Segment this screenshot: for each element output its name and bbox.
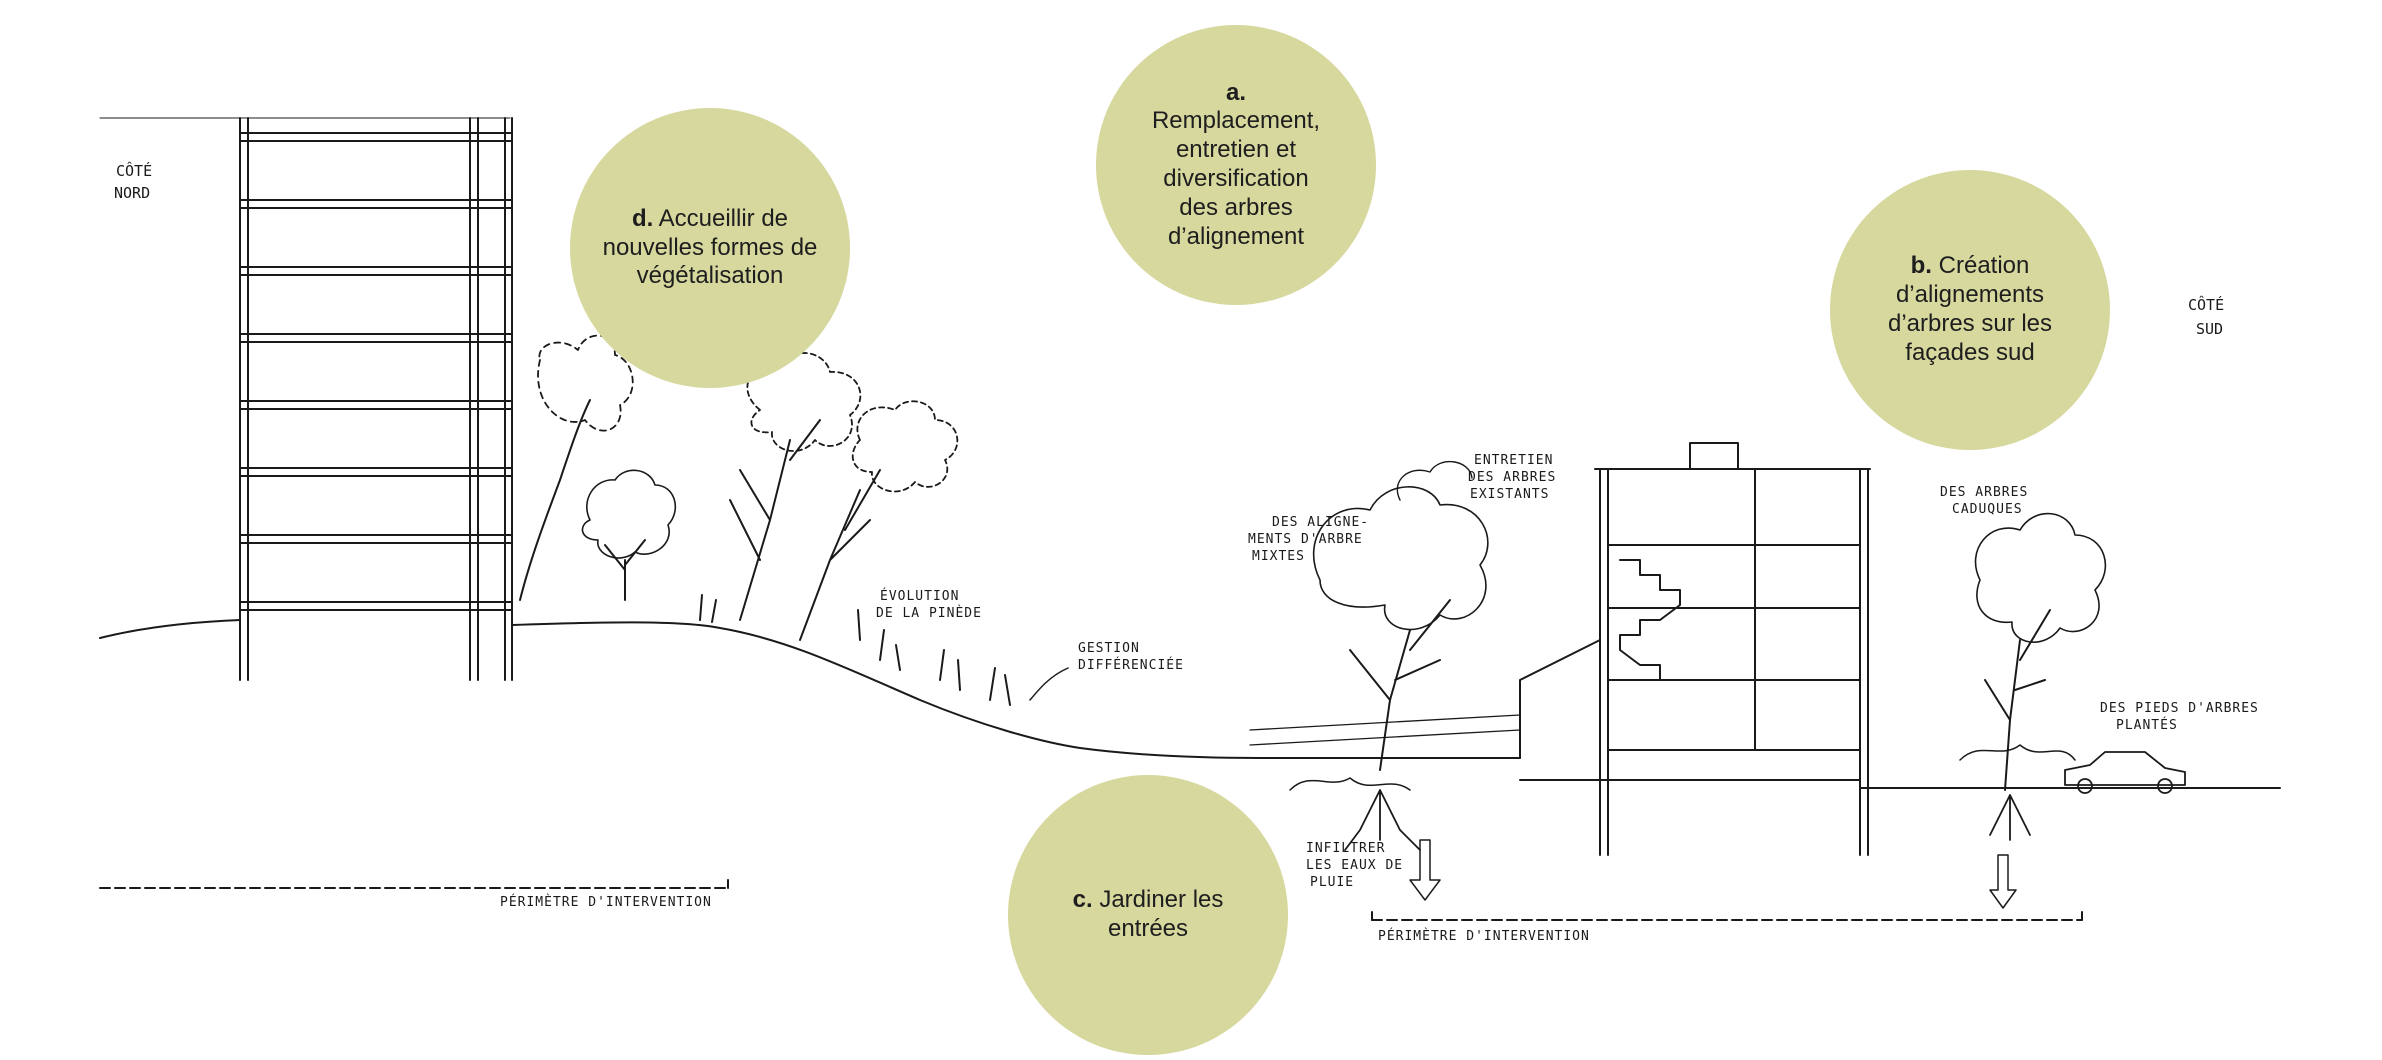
leader-gestion bbox=[1029, 667, 1069, 701]
perimeter-lines bbox=[99, 879, 2083, 921]
note-gestion: GESTION DIFFÉRENCIÉE bbox=[1078, 641, 1184, 673]
bubble-a-line-5: d’alignement bbox=[1167, 222, 1305, 250]
alignment-trees bbox=[1249, 460, 1521, 901]
bubble-c: c. Jardiner les entrées bbox=[1008, 775, 1288, 1055]
bubble-c-line-1: entrées bbox=[1107, 915, 1189, 942]
note-pieds: DES PIEDS D'ARBRES PLANTÉS bbox=[2100, 701, 2268, 733]
terrain-slope bbox=[511, 621, 2281, 789]
bubble-c-letter: c. bbox=[1072, 886, 1093, 914]
bubble-b: b. Création d’alignements d’arbres sur l… bbox=[1830, 170, 2110, 450]
bubble-a-line-3: diversification bbox=[1163, 165, 1309, 192]
deciduous-tree-right bbox=[1959, 512, 2107, 909]
bubble-b-line-2: d’arbres sur les bbox=[1887, 310, 2053, 337]
bubble-d-letter: d. bbox=[631, 204, 654, 232]
bubble-b-first: Création bbox=[1938, 252, 2030, 280]
bubble-a-line-4: des arbres bbox=[1179, 193, 1293, 221]
note-caduques: DES ARBRES CADUQUES bbox=[1940, 485, 2037, 517]
bubble-d-line-2: végétalisation bbox=[636, 262, 784, 290]
side-label-south: CÔTÉ SUD bbox=[2188, 295, 2233, 338]
bubble-b-line-3: façades sud bbox=[1905, 338, 2035, 366]
bubble-a: a. Remplacement, entretien et diversific… bbox=[1096, 25, 1376, 305]
note-alignements: DES ALIGNE- MENTS D'ARBRE MIXTES bbox=[1248, 515, 1378, 564]
bubble-d-first: Accueillir de bbox=[658, 204, 789, 232]
bubble-b-letter: b. bbox=[1910, 252, 1932, 280]
perimeter-label-right: PÉRIMÈTRE D'INTERVENTION bbox=[1378, 928, 1590, 944]
bubble-d: d. Accueillir de nouvelles formes de vég… bbox=[570, 108, 850, 388]
mid-building bbox=[1519, 442, 1871, 856]
bubble-a-line-1: Remplacement, bbox=[1151, 107, 1321, 135]
tall-building-left bbox=[99, 117, 513, 681]
note-evolution: ÉVOLUTION DE LA PINÈDE bbox=[876, 588, 982, 621]
car bbox=[2064, 751, 2186, 794]
side-label-north: CÔTÉ NORD bbox=[114, 161, 161, 202]
bubble-d-line-1: nouvelles formes de bbox=[602, 233, 818, 261]
note-entretien: ENTRETIEN DES ARBRES EXISTANTS bbox=[1468, 453, 1565, 502]
bubble-a-line-2: entretien et bbox=[1175, 136, 1297, 164]
bubble-b-line-1: d’alignements bbox=[1895, 281, 2045, 309]
bubble-a-letter: a. bbox=[1225, 78, 1246, 106]
pine-trees-slope bbox=[519, 334, 1011, 706]
note-infiltrer: INFILTRER LES EAUX DE PLUIE bbox=[1306, 841, 1412, 890]
perimeter-label-left: PÉRIMÈTRE D'INTERVENTION bbox=[500, 894, 712, 910]
bubble-c-first: Jardiner les bbox=[1099, 886, 1224, 914]
